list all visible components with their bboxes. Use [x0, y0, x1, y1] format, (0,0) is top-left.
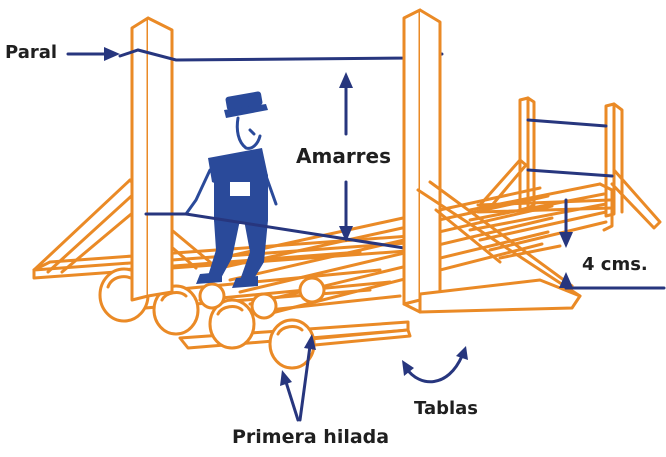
annotation-arrows: [66, 47, 666, 422]
label-4-cms: 4 cms.: [582, 254, 648, 275]
label-amarres: Amarres: [296, 144, 392, 168]
worker-figure: [184, 91, 278, 288]
right-paral: [402, 8, 582, 314]
log-rolls: [98, 250, 402, 370]
label-primera-hilada: Primera hilada: [232, 426, 390, 448]
left-paral: [32, 16, 212, 302]
label-paral: Paral: [5, 42, 58, 63]
label-tablas: Tablas: [414, 398, 479, 419]
small-frame: [476, 96, 662, 230]
